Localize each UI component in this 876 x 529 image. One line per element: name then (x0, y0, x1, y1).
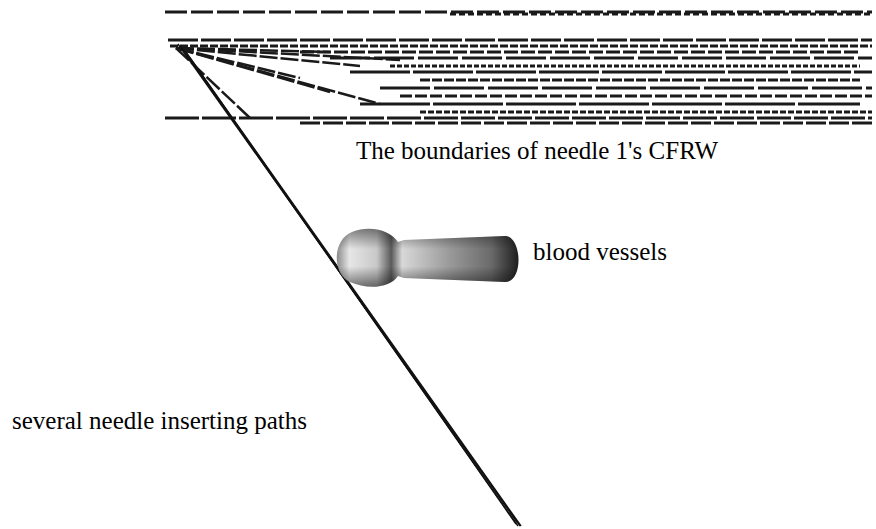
boundary-line (165, 117, 872, 120)
boundary-line (420, 111, 872, 114)
boundary-line (420, 79, 860, 82)
region-label: The boundaries of needle 1's CFRW (356, 137, 718, 165)
boundary-line (330, 57, 872, 60)
boundary-line (176, 48, 250, 118)
boundary-line (380, 87, 872, 90)
boundary-line (168, 39, 872, 42)
cfrw-boundary-lines (165, 12, 872, 123)
boundary-line (450, 13, 872, 16)
boundary-line (176, 48, 400, 60)
path-label: several needle inserting paths (12, 407, 307, 435)
boundary-line (350, 71, 872, 74)
needle-path (195, 66, 517, 522)
boundary-line (165, 11, 872, 14)
boundary-line (400, 95, 872, 98)
needle-paths (178, 44, 521, 526)
boundary-line (300, 122, 872, 125)
boundary-line (300, 51, 860, 54)
needle-path (190, 58, 521, 526)
boundary-line (360, 103, 860, 106)
boundary-line (390, 65, 860, 68)
needle-path (186, 52, 516, 524)
boundary-line (170, 45, 872, 48)
blood-vessel (337, 229, 519, 287)
needle-path (182, 48, 518, 526)
vessel-label: blood vessels (533, 238, 667, 266)
needle-path (178, 44, 520, 526)
